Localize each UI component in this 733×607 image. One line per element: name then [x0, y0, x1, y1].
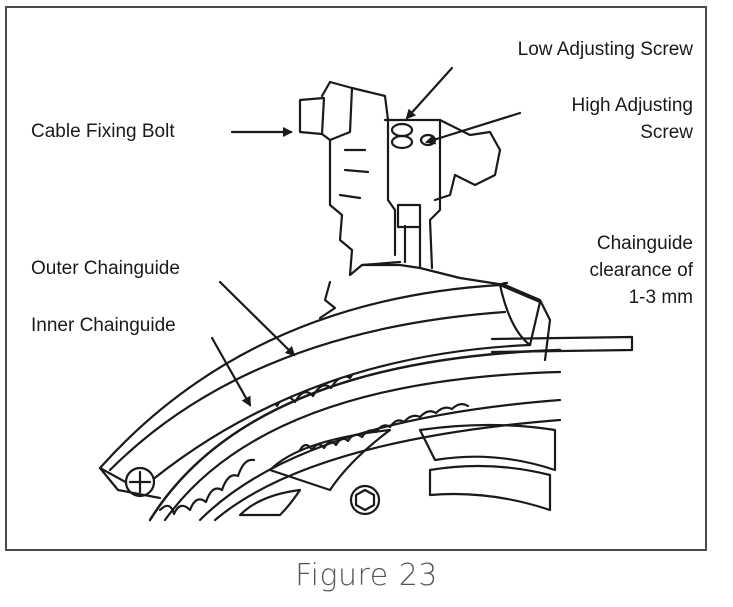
front-derailleur	[98, 80, 552, 500]
label-cable-fixing-bolt: Cable Fixing Bolt	[31, 121, 175, 142]
label-chainguide-clearance-line2: clearance of	[589, 260, 693, 281]
label-inner-chainguide: Inner Chainguide	[31, 315, 176, 336]
chainring	[148, 281, 562, 522]
label-chainguide-clearance-line1: Chainguide	[596, 233, 693, 254]
label-outer-chainguide: Outer Chainguide	[31, 258, 180, 279]
label-low-adjusting-screw: Low Adjusting Screw	[517, 39, 693, 60]
leader-lines	[210, 66, 634, 407]
label-high-adjusting-screw-line1: High Adjusting	[571, 95, 693, 116]
label-chainguide-clearance-line3: 1-3 mm	[628, 287, 693, 308]
figure-caption: Figure 23	[295, 558, 438, 593]
label-high-adjusting-screw-line2: Screw	[640, 122, 693, 143]
